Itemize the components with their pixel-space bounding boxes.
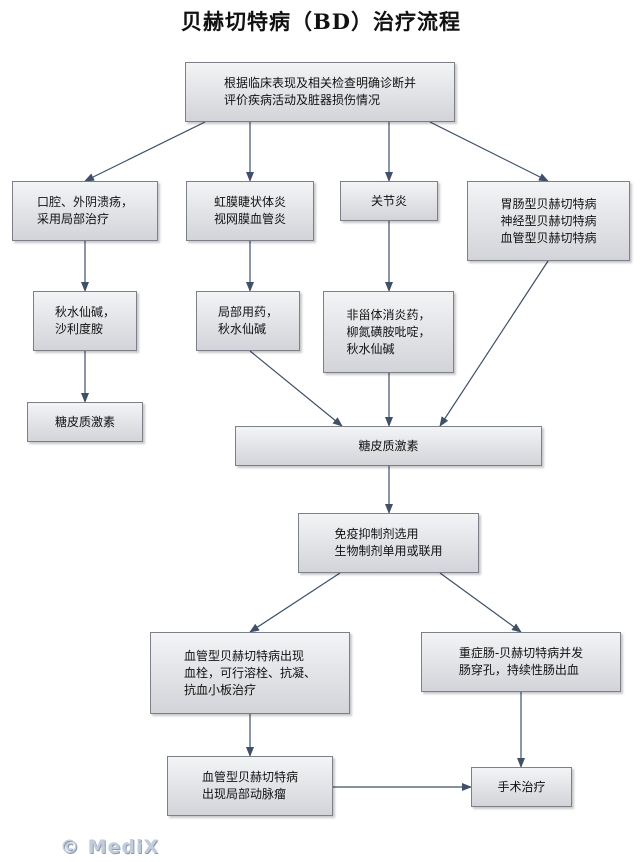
arrow-immuno-to-vasc_throm — [249, 572, 341, 633]
node-arthritis-label: 关节炎 — [370, 193, 407, 208]
node-oral-genital-ulcer-label: 口腔、外阴溃疡， 采用局部治疗 — [36, 195, 133, 226]
arrow-local_drug-to-gc_main — [249, 350, 343, 427]
node-vascular-thrombosis: 血管型贝赫切特病出现 血栓，可行溶栓、抗凝、 抗血小板治疗 — [150, 632, 350, 714]
node-colchicine-thalidomide: 秋水仙碱， 沙利度胺 — [33, 291, 137, 351]
node-surgery-label: 手术治疗 — [497, 779, 546, 794]
node-immunosuppressant: 免疫抑制剂选用 生物制剂单用或联用 — [298, 513, 479, 573]
node-colchicine-thalidomide-label: 秋水仙碱， 沙利度胺 — [54, 305, 115, 336]
node-uveitis: 虹膜睫状体炎 视网膜血管炎 — [186, 181, 314, 241]
node-vascular-thrombosis-label: 血管型贝赫切特病出现 血栓，可行溶栓、抗凝、 抗血小板治疗 — [183, 648, 316, 697]
node-aneurysm-label: 血管型贝赫切特病 出现局部动脉瘤 — [201, 770, 298, 801]
node-assess-diagnosis-label: 根据临床表现及相关检查明确诊断并 评价疾病活动及脏器损伤情况 — [223, 76, 416, 107]
page-title: 贝赫切特病（BD）治疗流程 — [181, 9, 461, 34]
node-uveitis-label: 虹膜睫状体炎 视网膜血管炎 — [213, 195, 286, 226]
node-glucocorticoid-main-label: 糖皮质激素 — [358, 438, 419, 453]
node-nsaid-sulfasalazine: 非甾体消炎药， 柳氮磺胺吡啶， 秋水仙碱 — [323, 291, 454, 373]
node-immunosuppressant-label: 免疫抑制剂选用 生物制剂单用或联用 — [334, 527, 443, 558]
arrow-immuno-to-severe — [439, 572, 522, 633]
node-organ-involvement: 胃肠型贝赫切特病 神经型贝赫切特病 血管型贝赫切特病 — [467, 181, 630, 261]
node-surgery: 手术治疗 — [471, 767, 572, 807]
watermark-logo: © MediX — [60, 836, 160, 858]
node-glucocorticoid-main: 糖皮质激素 — [235, 426, 542, 466]
node-severe-intestinal-label: 重症肠-贝赫切特病并发 肠穿孔，持续性肠出血 — [458, 646, 584, 677]
arrow-organ-to-gc_main — [439, 260, 549, 427]
node-arthritis: 关节炎 — [340, 181, 438, 221]
node-glucocorticoid-left: 糖皮质激素 — [27, 402, 143, 442]
arrow-assess-to-oral — [84, 121, 206, 182]
node-oral-genital-ulcer: 口腔、外阴溃疡， 采用局部治疗 — [12, 181, 158, 241]
node-severe-intestinal: 重症肠-贝赫切特病并发 肠穿孔，持续性肠出血 — [421, 632, 621, 692]
node-nsaid-sulfasalazine-label: 非甾体消炎药， 柳氮磺胺吡啶， 秋水仙碱 — [346, 307, 431, 356]
node-assess-diagnosis: 根据临床表现及相关检查明确诊断并 评价疾病活动及脏器损伤情况 — [185, 62, 455, 122]
node-aneurysm: 血管型贝赫切特病 出现局部动脉瘤 — [167, 756, 333, 816]
arrow-assess-to-organ — [429, 121, 549, 182]
node-local-drug-colchicine: 局部用药， 秋水仙碱 — [196, 291, 300, 351]
node-organ-involvement-label: 胃肠型贝赫切特病 神经型贝赫切特病 血管型贝赫切特病 — [500, 196, 597, 245]
node-local-drug-colchicine-label: 局部用药， 秋水仙碱 — [217, 305, 278, 336]
node-glucocorticoid-left-label: 糖皮质激素 — [54, 414, 115, 429]
